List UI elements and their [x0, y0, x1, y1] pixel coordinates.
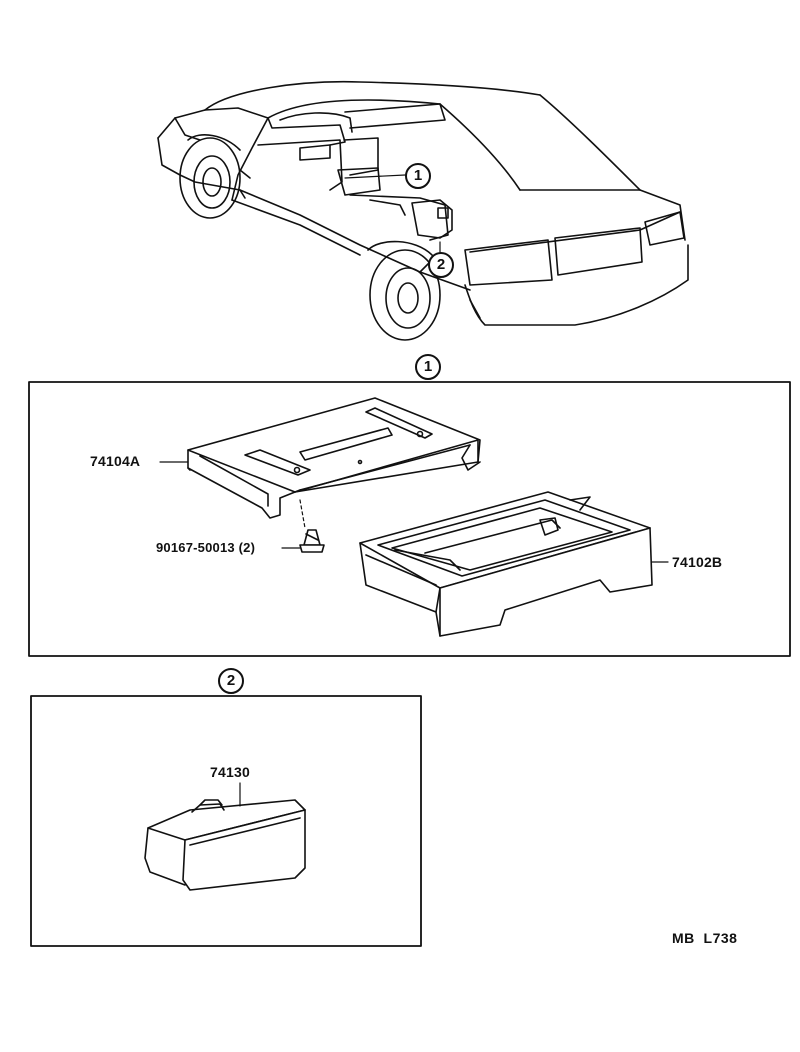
ashtray-74102B-drawing: [359, 491, 669, 637]
callout-2-section: 2: [218, 668, 244, 694]
screw-90167-drawing: [281, 529, 325, 553]
part-label-74102B: 74102B: [672, 554, 723, 570]
callout-1-section: 1: [415, 354, 441, 380]
leader-callout-1-car: [344, 174, 406, 179]
box-1-frame: [28, 381, 791, 657]
box-2-frame: [30, 695, 422, 947]
bracket-74104A-drawing: [159, 397, 481, 529]
diagram-code: MB L738: [672, 930, 738, 946]
car-illustration: [157, 80, 689, 341]
part-label-screw: 90167-50013 (2): [156, 540, 256, 555]
callout-2-on-car: 2: [428, 252, 454, 278]
callout-1-on-car: 1: [405, 163, 431, 189]
ashtray-74130-drawing: [144, 782, 306, 891]
part-label-74104A: 74104A: [90, 453, 141, 469]
part-label-74130: 74130: [210, 764, 250, 780]
